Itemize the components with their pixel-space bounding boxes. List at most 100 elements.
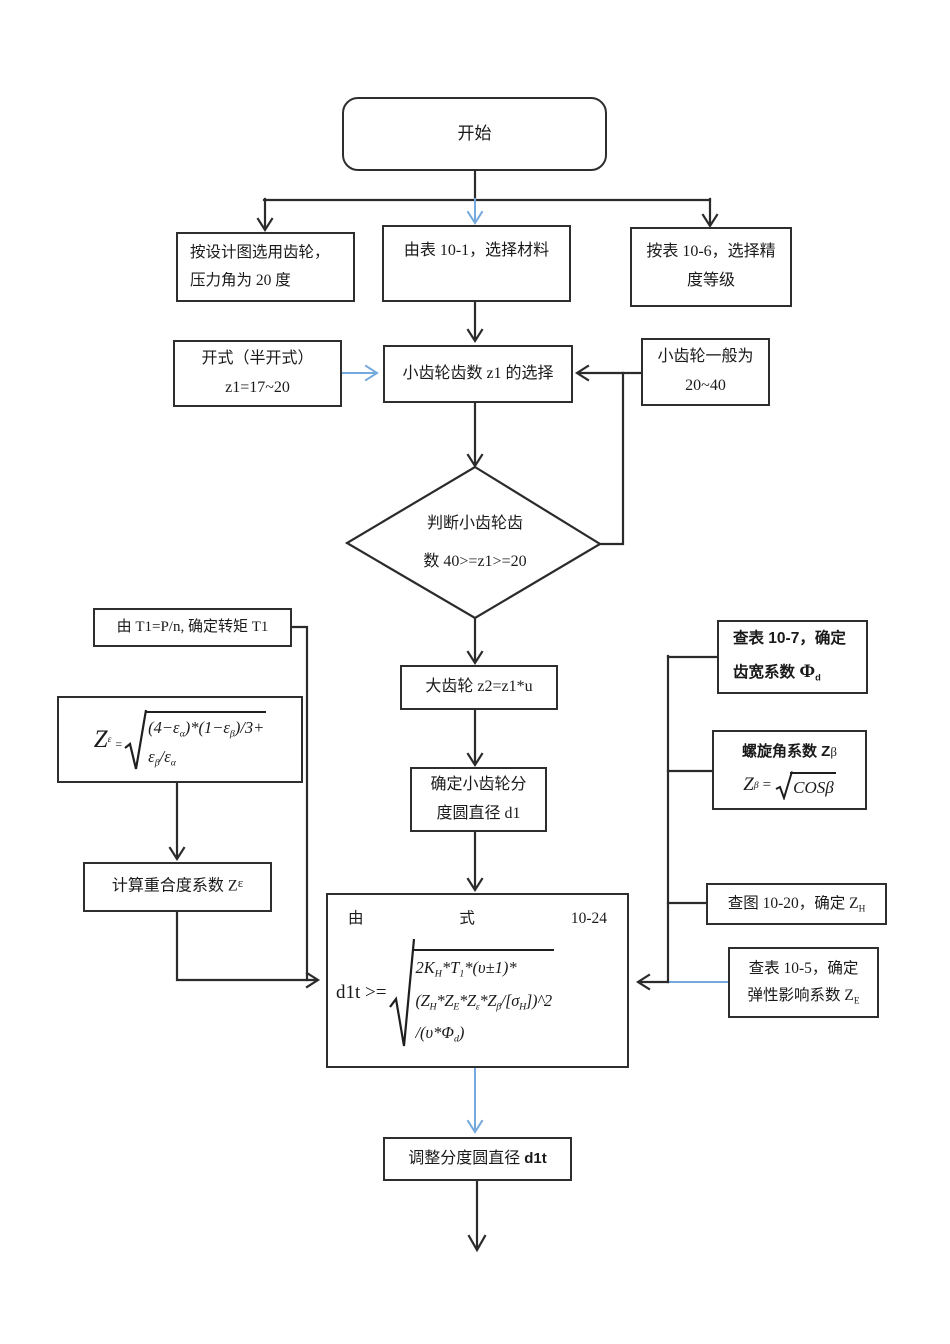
main-formula-header: 由 式 10-24 xyxy=(328,895,627,933)
zeps-l2s1: β xyxy=(154,757,160,769)
open-type-node: 开式（半开式） z1=17~20 xyxy=(173,340,342,407)
design-node: 按设计图选用齿轮， 压力角为 20 度 xyxy=(176,232,355,302)
material-label: 由表 10-1，选择材料 xyxy=(403,242,550,259)
t1-label: 由 T1=P/n, 确定转矩 T1 xyxy=(116,619,269,635)
beta-eq: = xyxy=(762,776,772,793)
f-l2b: *Z xyxy=(436,990,454,1010)
calc-eps-text: 计算重合度系数 Z xyxy=(111,877,238,895)
calc-eps-sup: ε xyxy=(237,876,244,891)
zeps-lhs: Z xyxy=(93,726,108,753)
beta-lhs: Z xyxy=(743,774,754,796)
design-line2: 压力角为 20 度 xyxy=(190,272,291,289)
beta-title-sub: β xyxy=(830,743,837,759)
zh-node: 查图 10-20，确定 ZH xyxy=(706,883,887,925)
zeps-l2s2: α xyxy=(170,757,176,769)
arrow-open-z1 xyxy=(340,364,379,382)
main-radical: 2KH*T1*(υ±1)* (ZH*ZE*Zε*Zβ/[σH])^2 /(υ*Φ… xyxy=(389,937,554,1049)
zeps-radicand: (4−εα)*(1−εβ)/3+ εβ/εα xyxy=(145,710,267,772)
radical-sign xyxy=(124,709,148,769)
f-l1b: *T xyxy=(441,958,460,978)
f-l2s4: β xyxy=(496,1001,501,1012)
arrow-zeps-calc xyxy=(168,781,186,862)
arrow-decision-z2 xyxy=(466,616,484,666)
beta-title-text: 螺旋角系数 Z xyxy=(742,742,831,760)
pinion-general-node: 小齿轮一般为 20~40 xyxy=(641,338,770,406)
arrow-main-adjust xyxy=(466,1067,484,1134)
open-type-line2: z1=17~20 xyxy=(225,378,290,396)
f-l1s2: 1 xyxy=(459,968,465,980)
z2-node: 大齿轮 z2=z1*u xyxy=(400,665,558,710)
f-l2s2: E xyxy=(453,1001,459,1012)
phi-line2-text: 齿宽系数 xyxy=(733,663,800,681)
start-node: 开始 xyxy=(342,97,607,171)
radical-sign xyxy=(775,771,794,801)
phi-symbol: Φ xyxy=(799,660,816,682)
arrow-z1-decision xyxy=(466,401,484,469)
zeps-l1c: )/3+ xyxy=(234,717,265,737)
material-node: 由表 10-1，选择材料 xyxy=(382,225,571,302)
ze-line1: 查表 10-5，确定 xyxy=(748,959,859,977)
f-l2c: *Z xyxy=(458,990,476,1010)
z1-select-label: 小齿轮齿数 z1 的选择 xyxy=(402,364,554,382)
arrow-adjust-end xyxy=(467,1179,487,1253)
f-l2s5: H xyxy=(519,1001,526,1012)
f-l3s1: d xyxy=(453,1033,459,1045)
main-lhs: d1t >= xyxy=(336,981,387,1003)
decision-line1: 判断小齿轮齿 xyxy=(426,515,523,532)
decision-line2: 数 40>=z1>=20 xyxy=(423,553,527,571)
main-formula: d1t >= 2KH*T1*(υ±1)* (ZH*ZE*Zε*Zβ/[σH])^… xyxy=(328,937,554,1049)
main-header-right: 10-24 xyxy=(570,910,607,927)
arrow-into-main-right xyxy=(635,973,670,991)
start-label: 开始 xyxy=(457,123,492,143)
ze-node: 查表 10-5，确定 弹性影响系数 ZE xyxy=(728,947,879,1018)
ze-line2: 弹性影响系数 ZE xyxy=(747,982,859,1010)
f-l1a: 2K xyxy=(415,958,435,978)
f-l3a: /(υ*Φ xyxy=(415,1022,454,1042)
design-line1: 按设计图选用齿轮， xyxy=(190,244,330,262)
t1-node: 由 T1=P/n, 确定转矩 T1 xyxy=(93,608,292,647)
f-l1c: *(υ±1)* xyxy=(464,958,517,978)
ze-sub: E xyxy=(853,996,860,1007)
f-l2f: ])^2 xyxy=(525,990,552,1010)
pinion-general-line1: 小齿轮一般为 xyxy=(657,348,754,366)
main-header-left: 由 xyxy=(348,910,364,927)
f-l2s3: ε xyxy=(475,1001,480,1012)
open-type-line1: 开式（半开式） xyxy=(201,349,314,367)
f-l1s1: H xyxy=(434,968,442,980)
zh-text: 查图 10-20，确定 Z xyxy=(727,895,859,912)
arrow-z2-d1 xyxy=(466,708,484,768)
precision-line2: 度等级 xyxy=(686,272,735,289)
arrow-calc-main xyxy=(175,910,321,989)
zeps-eq: = xyxy=(115,736,123,751)
main-line3: /(υ*Φd) xyxy=(415,1017,551,1049)
d1-line2: 度圆直径 d1 xyxy=(436,804,521,822)
arrow-general-z1 xyxy=(574,364,643,382)
arrow-d1-main xyxy=(466,830,484,893)
zeps-l2a: ε xyxy=(148,746,155,766)
main-line1: 2KH*T1*(υ±1)* xyxy=(415,952,551,984)
decision-node: 判断小齿轮齿 数 40>=z1>=20 xyxy=(385,505,565,582)
f-l2e: /[σ xyxy=(500,990,520,1010)
arrow-to-design xyxy=(256,197,274,233)
f-l3b: ) xyxy=(458,1022,465,1042)
f-l2a: (Z xyxy=(415,990,430,1010)
d1-node: 确定小齿轮分 度圆直径 d1 xyxy=(410,767,547,832)
phi-line2: 齿宽系数 Φd xyxy=(733,654,821,690)
arrow-to-precision xyxy=(701,197,719,229)
connector-t1-elbow xyxy=(290,625,309,982)
adjust-node: 调整分度圆直径 d1t xyxy=(383,1137,572,1181)
main-radicand: 2KH*T1*(υ±1)* (ZH*ZE*Zε*Zβ/[σH])^2 /(υ*Φ… xyxy=(412,949,554,1049)
d1-line1: 确定小齿轮分 xyxy=(430,775,527,793)
adjust-text: 调整分度圆直径 xyxy=(408,1149,525,1167)
arrow-to-material xyxy=(466,198,484,225)
adjust-suffix: d1t xyxy=(524,1149,547,1167)
zeps-lhs-sub: ε xyxy=(107,733,112,745)
zeps-l2b: /ε xyxy=(159,746,171,766)
precision-node: 按表 10-6，选择精 度等级 xyxy=(630,227,792,307)
arrow-material-z1 xyxy=(466,300,484,344)
f-l2s1: H xyxy=(429,1001,437,1012)
